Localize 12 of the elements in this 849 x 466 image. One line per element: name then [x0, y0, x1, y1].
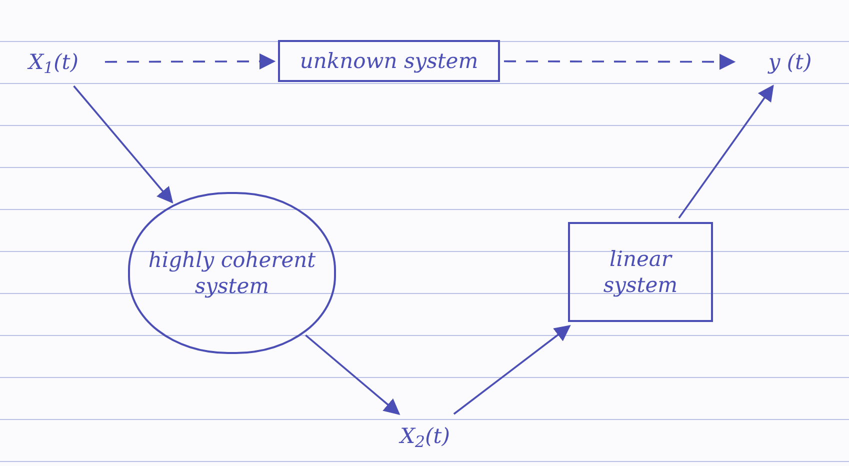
signal-label: X$_{1}$(t) — [6, 42, 101, 82]
arrow — [305, 334, 400, 416]
system-box: unknown system — [278, 40, 500, 82]
system-blob: highly coherent system — [128, 192, 336, 354]
arrow — [678, 84, 774, 219]
arrow — [453, 325, 571, 415]
signal-label: y (t) — [738, 42, 842, 82]
signal-label: X$_{2}$(t) — [384, 418, 466, 454]
arrow — [73, 85, 174, 204]
system-box: linear system — [568, 222, 713, 322]
arrow — [504, 54, 736, 70]
arrow — [105, 53, 276, 70]
